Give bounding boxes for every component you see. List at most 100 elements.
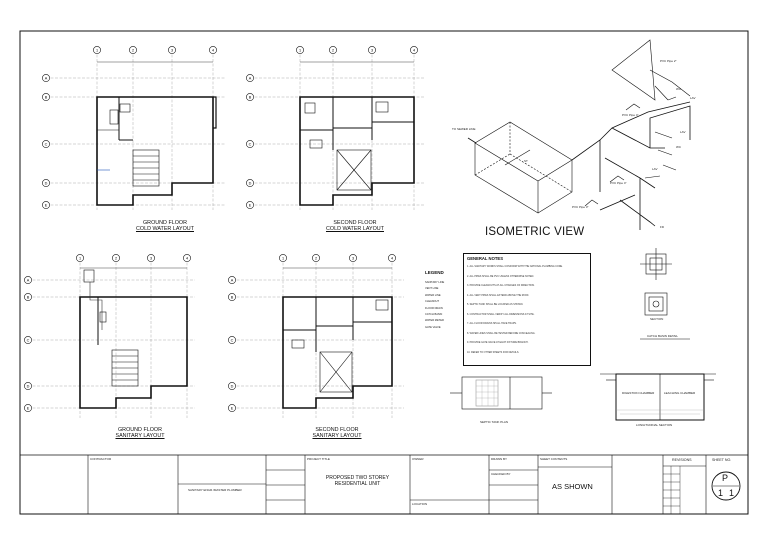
grid-bubble-label: D [45,181,48,185]
stair-void [319,351,353,393]
grid-bubble-label: 2 [332,48,334,52]
grid-bubble-label: 4 [212,48,214,52]
general-note: 9. PROVIDE GATE VALVE AT EACH FIXTURE BR… [467,341,529,344]
plan-title-line2: COLD WATER LAYOUT [325,226,384,232]
grid-bubble-label: 4 [186,256,188,260]
grid-bubble [228,382,236,390]
grid-bubble-label: 2 [315,256,317,260]
grid-bubble-label: 1 [299,48,301,52]
plan-title-line1: GROUND FLOOR [142,220,188,226]
tank-label: ST [524,159,528,163]
grid-bubble-label: E [45,203,48,207]
pipe-label: PVC Pipe 4" [610,181,627,185]
grid-bubble-label: A [249,76,252,80]
grid-bubble [246,201,254,209]
grid-bubble [349,254,357,262]
legend-item: FLOOR DRAIN [425,306,443,310]
section-label: SECTION [650,317,664,321]
grid-bubble-label: 3 [352,256,354,260]
grid-bubble [183,254,191,262]
project-title: PROPOSED TWO STOREY RESIDENTIAL UNIT [315,475,400,487]
grid-bubble-label: E [231,406,234,410]
grid-bubble-label: A [231,278,234,282]
grid-bubble-label: 1 [79,256,81,260]
grid-bubble [42,74,50,82]
legend-item: SANITARY LINE [425,281,445,284]
grid-bubble-label: 4 [391,256,393,260]
general-note: 1. ALL SANITARY WORKS SHALL CONFORM WITH… [467,265,563,268]
isometric-diagram [467,39,691,230]
grid-lines [250,50,425,210]
grid-lines [28,258,195,418]
sheet-contents-label: SHEET CONTENTS [540,457,568,461]
pipe-label: PVC Pipe 2" [660,59,677,63]
sheet-border [19,30,749,515]
fixture-label: LAV [680,130,686,134]
grid-bubble [246,74,254,82]
plan-title-ground-sanitary: GROUND FLOOR SANITARY LAYOUT [95,427,185,439]
legend-item: WATER LINE [425,293,441,297]
owner-label: OWNER [412,457,424,461]
plan-title-line1: SECOND FLOOR [333,220,377,226]
location-label: LOCATION [412,502,428,506]
grid-bubble-label: 3 [371,48,373,52]
plan-title-ground-cold-water: GROUND FLOOR COLD WATER LAYOUT [120,220,210,232]
chamber-label: DIGESTION CHAMBER [622,391,655,395]
grid-bubble-label: D [231,384,234,388]
grid-bubble [368,46,376,54]
grid-bubble-label: B [249,95,252,99]
grid-bubble-label: 1 [96,48,98,52]
grid-lines [232,258,404,418]
general-note: 6. CONTRACTOR SHALL VERIFY ALL DIMENSION… [467,312,535,316]
outer-wall [282,296,393,409]
sheet-number: 1 [718,488,724,498]
scale-value: AS SHOWN [552,482,593,491]
revisions-label: REVISIONS [672,458,692,462]
sheet-no-label: SHEET NO. [712,458,732,462]
legend-item: VENT LINE [425,287,439,291]
grid-bubble-label: C [45,142,48,146]
project-title-label: PROJECT TITLE [307,457,330,461]
project-title-line1: PROPOSED TWO STOREY [325,475,390,481]
grid-bubble-label: E [27,406,30,410]
general-note: 2. ALL PIPES SHALL BE PVC UNLESS OTHERWI… [467,274,535,278]
plan-title-line2: SANITARY LAYOUT [115,433,165,439]
legend-item: GATE VALVE [425,325,441,329]
plumber-label: SANITARY ENGR./MASTER PLUMBER [188,488,242,492]
legend-item: CLEANOUT [425,300,440,304]
grid-bubble [76,254,84,262]
general-note: 10. REFER TO OTHER SHEETS FOR DETAILS. [467,350,520,354]
grid-bubble-label: B [231,295,234,299]
fixture-label: LAV [652,167,658,171]
grid-bubble [388,254,396,262]
septic-tank-plan [450,376,552,410]
grid-bubble [228,276,236,284]
grid-bubble [279,254,287,262]
checked-by-label: CHECKED BY [491,472,511,476]
general-note: 7. ALL FLOOR DRAINS SHALL HAVE TRAPS. [467,322,517,325]
plan-second-cold-water [250,50,425,210]
outer-wall [96,96,214,206]
grid-bubble [42,179,50,187]
fixture-label: WC [676,87,681,91]
grid-bubble [24,276,32,284]
grid-bubble-label: 2 [115,256,117,260]
septic-tank [474,121,573,214]
sewer-line-label: TO SEWER LINE [452,127,476,131]
pipe-label: PVC Pipe 4" [622,113,639,117]
septic-section-label: LONGITUDINAL SECTION [636,423,673,427]
grid-bubble [246,140,254,148]
plan-title-second-sanitary: SECOND FLOOR SANITARY LAYOUT [292,427,382,439]
general-note: 4. ALL VENT PIPES SHALL EXTEND ABOVE THE… [467,293,530,297]
plan-second-sanitary [232,258,404,418]
grid-bubble [24,404,32,412]
grid-bubble-label: 3 [171,48,173,52]
septic-tank-section [600,373,716,421]
grid-bubble [129,46,137,54]
grid-bubble [246,93,254,101]
general-note: 8. WATER LINES SHALL BE TESTED BEFORE CO… [467,331,536,335]
fixture-label: WC [676,145,681,149]
project-title-line2: RESIDENTIAL UNIT [334,481,381,487]
grid-bubble [312,254,320,262]
